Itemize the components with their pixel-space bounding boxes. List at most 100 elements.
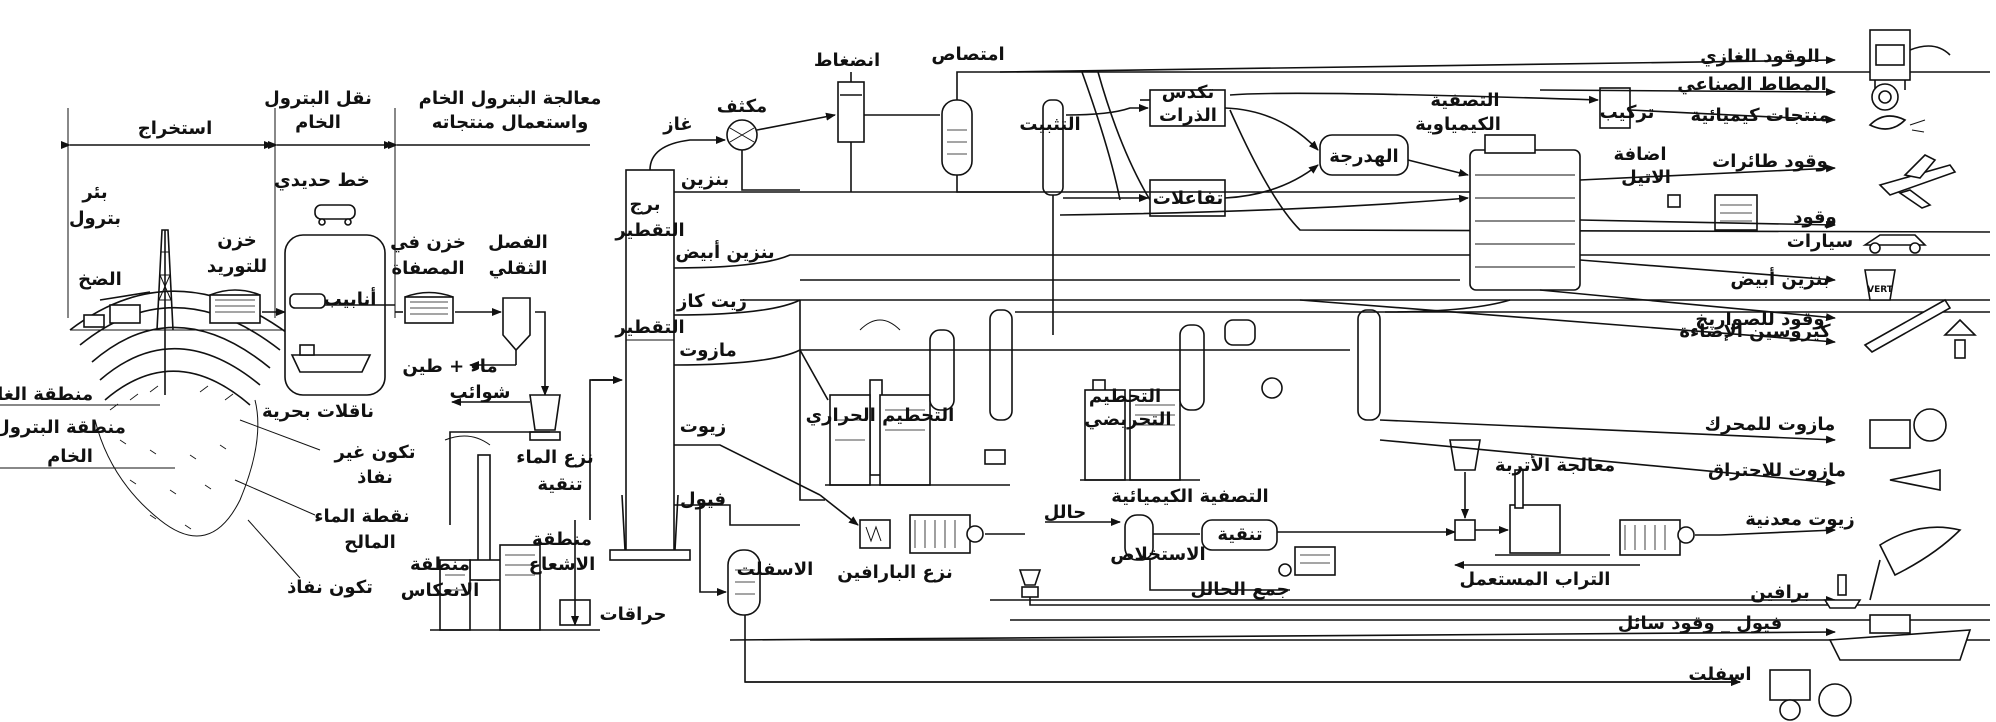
gasoline-can-label: VERT xyxy=(1867,285,1894,295)
solvent-recovery-vessel-icon xyxy=(1018,569,1042,598)
label-polymerization-1: تكدس xyxy=(1162,82,1214,103)
label-oil-zone-1: منطقة البترول xyxy=(0,417,126,438)
tire-icon xyxy=(1871,83,1899,111)
chemical-purifier-icon xyxy=(1201,519,1336,577)
label-rail: خط حديدي xyxy=(274,170,370,191)
section-extraction: استخراج xyxy=(138,118,213,139)
label-used-soil: التراب المستعمل xyxy=(1460,569,1611,590)
label-fuel: فيول xyxy=(680,489,726,510)
label-catalytic-cracking-2: التحريضي xyxy=(1084,409,1171,430)
geology-cross-section xyxy=(69,290,300,537)
label-distillation: التقطير xyxy=(614,317,684,338)
tanker-ship-icon xyxy=(290,344,372,373)
hydrogenation-reactor-icon xyxy=(1319,134,1409,176)
label-permeable: تكون نفاذ xyxy=(287,577,373,598)
product-lamp-kerosene: كيروسين الإضاءة xyxy=(1679,321,1831,342)
product-chemicals: منتجات كيميائية xyxy=(1691,105,1830,126)
label-gravity-separation-1: الفصل xyxy=(488,232,548,253)
label-impurities: شوائب xyxy=(450,382,511,403)
label-reactions: تفاعلات xyxy=(1153,188,1224,209)
dewaxing-filter-icon xyxy=(859,514,984,554)
label-burners: حراقات xyxy=(600,604,667,625)
label-salt-water-2: المالح xyxy=(344,532,396,553)
oil-derrick-icon xyxy=(156,229,174,395)
section-transport-line1: نقل البترول xyxy=(264,88,372,109)
absorber-icon xyxy=(941,99,973,176)
label-reflection-zone-1: منطقة xyxy=(410,554,470,575)
catalytic-cracking-unit-icon xyxy=(1080,319,1283,481)
label-refinery-storage-1: خزن في xyxy=(390,232,466,253)
ship-icon xyxy=(1828,614,1972,661)
product-synthetic-rubber: المطاط الصناعي xyxy=(1677,74,1827,95)
label-condenser: مكثف xyxy=(717,96,767,117)
kerosene-lamp-icon xyxy=(1943,318,1977,359)
gasoline-can-icon: VERT xyxy=(1864,269,1896,301)
label-solvent: حالل xyxy=(1044,502,1087,523)
label-storage-export-1: خزن xyxy=(217,230,257,251)
label-radiation-zone-2: الاشعاع xyxy=(529,554,596,575)
product-white-gasoline: بنزين أبيض xyxy=(1730,267,1829,290)
label-gas: غاز xyxy=(662,114,692,135)
label-white-gasoline: بنزين أبيض xyxy=(675,240,774,263)
label-impermeable-2: نفاذ xyxy=(357,467,393,488)
label-tower-1: برج xyxy=(630,194,661,215)
label-radiation-zone-1: منطقة xyxy=(532,529,592,550)
label-catalytic-cracking-1: التحطيم xyxy=(1089,386,1161,407)
polymerization-reactor-icon xyxy=(1140,89,1226,127)
label-dewaxing: نزع البارافين xyxy=(837,562,952,583)
label-chemical-refining-top-2: الكيمياوية xyxy=(1415,114,1501,135)
label-hydrogenation: الهدرجة xyxy=(1329,146,1398,167)
gravity-separator-icon xyxy=(502,297,531,365)
section-dividers xyxy=(61,108,590,318)
product-car-fuel-2: سيارات xyxy=(1787,231,1853,252)
blending-unit-icon xyxy=(1599,87,1631,129)
label-stabilization: التثبيت xyxy=(1019,114,1080,135)
product-car-fuel-1: وقود xyxy=(1793,207,1837,228)
refinery-storage-tank-icon xyxy=(404,291,454,324)
product-asphalt: اسفلت xyxy=(1688,664,1751,685)
extraction-vessel-icon xyxy=(1124,514,1154,561)
label-dewater-2: تنقية xyxy=(537,474,582,495)
label-refinery-storage-2: المصفاة xyxy=(391,258,464,279)
label-chemical-refining-top-1: التصفية xyxy=(1430,90,1499,111)
product-gas-fuel: الوقود الغازي xyxy=(1700,46,1820,67)
label-asphalt: الاسفلت xyxy=(737,559,814,580)
label-polymerization-2: الذرات xyxy=(1159,105,1217,126)
label-compression: انضغاط xyxy=(814,50,880,71)
product-paraffin: برافين xyxy=(1750,582,1809,603)
chemicals-icon xyxy=(1868,115,1926,133)
label-thermal-cracking: التحطيم الحراري xyxy=(806,405,955,426)
rail-tank-car-icon xyxy=(314,204,356,226)
section-refining-line2: واستعمال منتجاته xyxy=(432,112,589,133)
label-tower-2: التقطير xyxy=(614,220,684,241)
label-oil-well-2: بترول xyxy=(69,208,121,229)
engine-icon xyxy=(1869,408,1947,449)
pipeline-icon xyxy=(289,293,395,309)
label-tetraethyl-1: اضافة xyxy=(1613,144,1666,165)
product-liquid-fuel: فيول _ وقود سائل xyxy=(1618,613,1783,634)
tetraethyl-tank-icon xyxy=(1667,194,1758,231)
label-oils: زيوت xyxy=(680,416,727,437)
dewatering-unit-icon xyxy=(529,394,561,441)
condenser-icon xyxy=(726,119,758,151)
label-oil-zone-2: الخام xyxy=(47,446,93,467)
label-tankers: ناقلات بحرية xyxy=(262,401,374,422)
label-dewater-1: نزع الماء xyxy=(516,447,593,468)
label-mazut: مازوت xyxy=(679,340,737,361)
airplane-icon xyxy=(1878,154,1957,209)
candle-icon xyxy=(1823,574,1862,609)
product-mineral-oils: زيوت معدنية xyxy=(1745,509,1855,530)
label-salt-water-1: نقطة الماء xyxy=(314,506,409,527)
car-icon xyxy=(1862,234,1927,254)
product-rocket-fuel: وقود للصواريخ xyxy=(1695,309,1824,330)
label-extraction: الاستخلاص xyxy=(1110,544,1205,565)
product-burning-mazut: مازوت للاحتراق xyxy=(1708,460,1846,481)
chemical-refining-tower-icon xyxy=(1469,134,1581,291)
reactions-reactor-icon xyxy=(1149,179,1226,217)
asphalt-vessel-icon xyxy=(727,549,761,616)
label-blending: تركيب xyxy=(1600,102,1655,123)
product-aviation-fuel: وقود طائرات xyxy=(1712,151,1828,172)
oil-can-icon xyxy=(1869,526,1962,601)
section-transport-line2: الخام xyxy=(295,112,341,133)
